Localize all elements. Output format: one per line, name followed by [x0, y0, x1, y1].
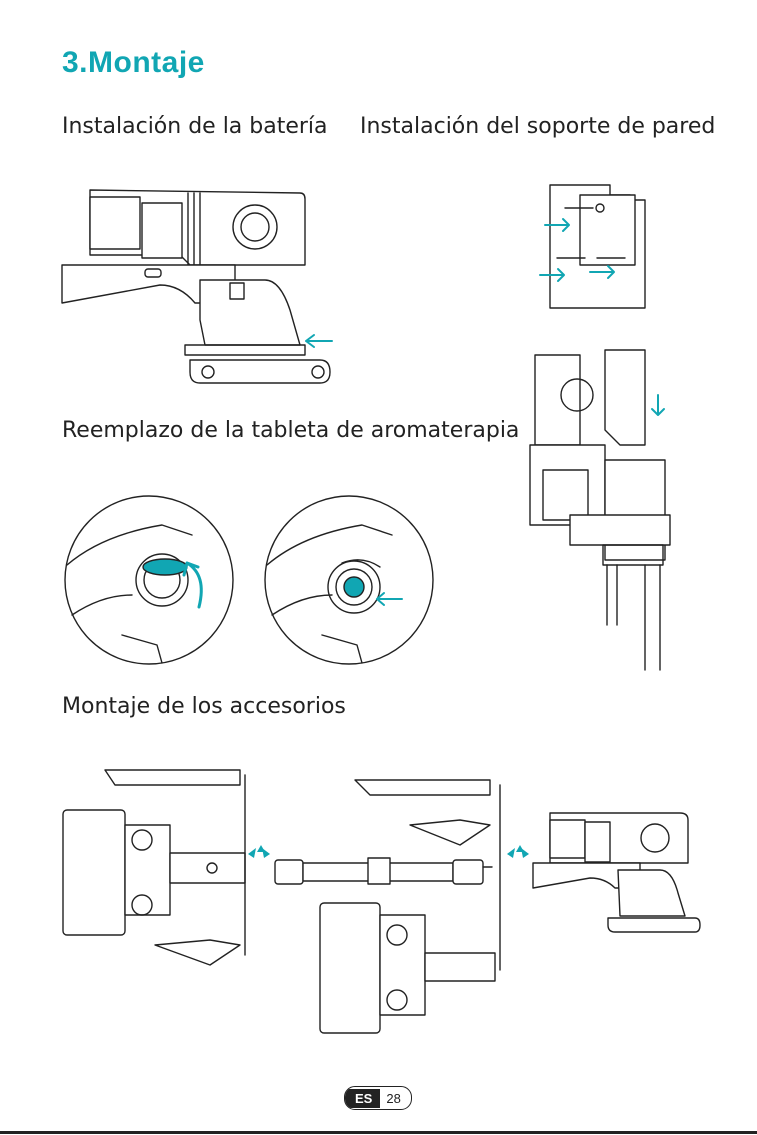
- assembled-vacuum-illustration: [530, 808, 700, 933]
- section-heading-wall-mount: Instalación del soporte de pared: [360, 114, 715, 139]
- battery-installation-illustration: [60, 185, 350, 390]
- wall-mount-screws-illustration: [535, 180, 660, 310]
- section-heading-accessories: Montaje de los accesorios: [62, 694, 346, 719]
- bottom-rule: [0, 1131, 757, 1134]
- page-title: 3.Montaje: [62, 46, 205, 80]
- accessory-tools-center-illustration: [315, 775, 515, 1050]
- page-number: 28: [380, 1089, 410, 1108]
- floor-brush-left-illustration: [60, 765, 260, 985]
- aroma-tablet-step2-illustration: [262, 495, 437, 665]
- connector-arrow-left: [246, 844, 272, 862]
- aroma-tablet-step1-illustration: [62, 495, 237, 665]
- page-language: ES: [345, 1089, 380, 1108]
- section-heading-battery: Instalación de la batería: [62, 114, 328, 139]
- section-heading-aroma: Reemplazo de la tableta de aromaterapia: [62, 418, 519, 443]
- page-badge: ES 28: [344, 1086, 412, 1110]
- wall-mount-vacuum-illustration: [525, 350, 665, 675]
